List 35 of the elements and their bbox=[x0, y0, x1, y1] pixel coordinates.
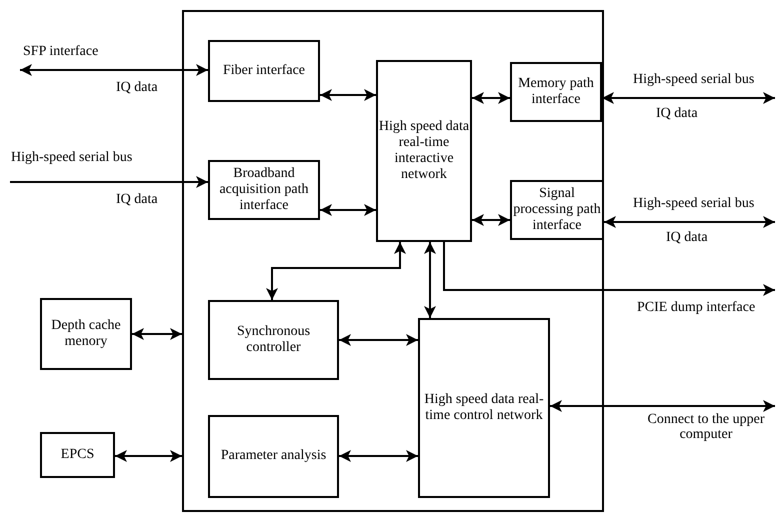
signal-label: IQ data bbox=[655, 106, 699, 122]
block-box: Parameter analysis bbox=[208, 415, 339, 498]
arrow bbox=[339, 334, 418, 346]
block-box: Synchronous controller bbox=[208, 300, 339, 380]
arrow bbox=[10, 176, 208, 188]
block-box: High speed data real-time interactive network bbox=[376, 60, 472, 242]
block-box: Broadband acquisition path interface bbox=[208, 160, 320, 220]
arrow bbox=[550, 400, 775, 412]
block-box: Memory path interface bbox=[510, 62, 602, 122]
arrow bbox=[472, 92, 510, 104]
edge-label: High-speed serial bus bbox=[632, 72, 756, 88]
block-box: Depth cache menory bbox=[40, 298, 132, 370]
block-box: Signal processing path interface bbox=[510, 180, 604, 240]
block-box: EPCS bbox=[40, 432, 115, 478]
arrow bbox=[266, 242, 406, 300]
edge-label: PCIE dump interface bbox=[636, 300, 756, 316]
arrow bbox=[320, 89, 376, 101]
arrow bbox=[132, 328, 182, 340]
edge-label: High-speed serial bus bbox=[10, 150, 134, 166]
arrow bbox=[115, 450, 182, 462]
signal-label: IQ data bbox=[115, 80, 159, 96]
block-box: High speed data real-time control network bbox=[418, 318, 550, 498]
arrow bbox=[602, 92, 775, 104]
arrow bbox=[443, 242, 775, 296]
arrow bbox=[20, 64, 208, 76]
edge-label: High-speed serial bus bbox=[632, 196, 756, 212]
signal-label: IQ data bbox=[115, 192, 159, 208]
arrow bbox=[320, 204, 376, 216]
signal-label: IQ data bbox=[665, 230, 709, 246]
arrow bbox=[604, 216, 775, 228]
arrow bbox=[472, 214, 510, 226]
arrow bbox=[339, 450, 418, 462]
system-frame bbox=[182, 10, 604, 512]
arrow bbox=[424, 242, 436, 318]
block-box: Fiber interface bbox=[208, 40, 320, 102]
